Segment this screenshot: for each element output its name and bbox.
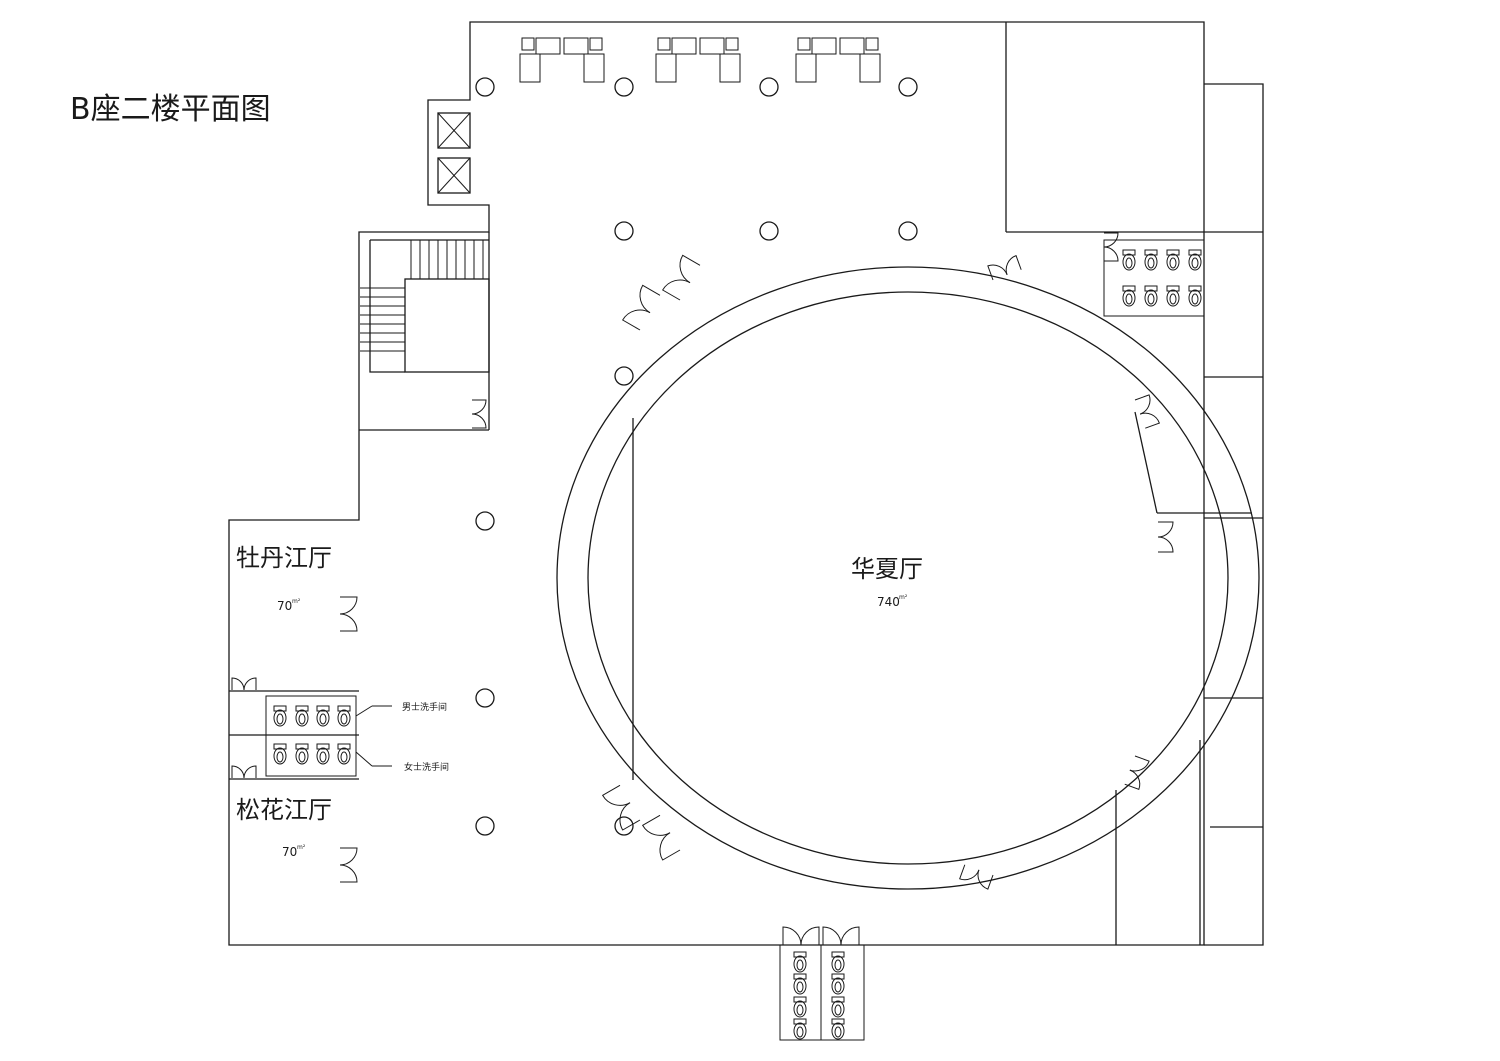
main-hall-name: 华夏厅 bbox=[851, 555, 923, 583]
toilet-icon bbox=[831, 973, 845, 995]
door-icon bbox=[471, 399, 487, 429]
toilet-icon bbox=[1188, 249, 1202, 271]
toilet-icon bbox=[337, 743, 351, 765]
main-hall-unit: m² bbox=[899, 594, 908, 601]
column-icon bbox=[898, 221, 918, 241]
door-icon bbox=[782, 926, 820, 946]
page-title: B座二楼平面图 bbox=[70, 92, 271, 127]
toilet-icon bbox=[831, 1018, 845, 1040]
door-icon bbox=[641, 814, 681, 861]
sofa-icon bbox=[795, 37, 881, 83]
door-icon bbox=[231, 765, 257, 779]
door-icon bbox=[339, 596, 358, 632]
restroom-fixtures bbox=[265, 239, 1205, 1041]
toilet-icon bbox=[793, 1018, 807, 1040]
toilet-icon bbox=[793, 973, 807, 995]
column-icon bbox=[759, 221, 779, 241]
songhua-room-area: 70 bbox=[282, 845, 297, 859]
column-icon bbox=[898, 77, 918, 97]
peony-room-unit: m² bbox=[292, 598, 301, 605]
main-hall-area: 740 bbox=[877, 595, 900, 609]
door-icon bbox=[231, 677, 257, 691]
stair-icon bbox=[360, 239, 490, 373]
door-icon bbox=[621, 284, 661, 331]
door-icon bbox=[1157, 521, 1174, 553]
toilet-icon bbox=[793, 996, 807, 1018]
elevator-icon bbox=[437, 157, 471, 194]
door-icon bbox=[1124, 755, 1150, 790]
toilet-icon bbox=[316, 705, 330, 727]
elevator-icon bbox=[437, 112, 471, 149]
sofa-icon bbox=[655, 37, 741, 83]
toilet-icon bbox=[316, 743, 330, 765]
door-icon bbox=[959, 864, 994, 890]
column-icon bbox=[475, 77, 495, 97]
column-icon bbox=[614, 366, 634, 386]
toilet-icon bbox=[1122, 285, 1136, 307]
toilet-icon bbox=[295, 705, 309, 727]
door-icon bbox=[661, 254, 701, 301]
outer-walls bbox=[228, 21, 1264, 946]
mens-restroom-label: 男士洗手间 bbox=[402, 701, 447, 713]
column-icon bbox=[614, 77, 634, 97]
toilet-icon bbox=[1144, 285, 1158, 307]
column-icon bbox=[475, 816, 495, 836]
toilet-icon bbox=[1122, 249, 1136, 271]
column-icon bbox=[614, 221, 634, 241]
column-icon bbox=[475, 688, 495, 708]
womens-restroom-label: 女士洗手间 bbox=[404, 761, 449, 773]
toilet-icon bbox=[1188, 285, 1202, 307]
door-icon bbox=[601, 784, 641, 831]
sofa-groups bbox=[519, 37, 881, 83]
door-icon bbox=[339, 847, 358, 883]
columns bbox=[475, 77, 918, 836]
peony-room-name: 牡丹江厅 bbox=[236, 544, 332, 572]
songhua-room-unit: m² bbox=[297, 844, 306, 851]
main-hall-ring bbox=[556, 266, 1260, 890]
toilet-icon bbox=[793, 951, 807, 973]
toilet-icon bbox=[831, 996, 845, 1018]
toilet-icon bbox=[295, 743, 309, 765]
doors bbox=[231, 232, 1174, 946]
toilet-icon bbox=[1166, 249, 1180, 271]
door-icon bbox=[822, 926, 860, 946]
column-icon bbox=[614, 816, 634, 836]
door-icon bbox=[1134, 394, 1160, 429]
toilet-icon bbox=[273, 743, 287, 765]
toilet-icon bbox=[337, 705, 351, 727]
column-icon bbox=[475, 511, 495, 531]
elevator-block bbox=[437, 112, 471, 194]
toilet-icon bbox=[273, 705, 287, 727]
toilet-icon bbox=[1144, 249, 1158, 271]
toilet-icon bbox=[831, 951, 845, 973]
door-icon bbox=[1103, 232, 1119, 262]
door-icon bbox=[987, 255, 1022, 281]
songhua-room-name: 松花江厅 bbox=[236, 796, 332, 824]
column-icon bbox=[759, 77, 779, 97]
sofa-icon bbox=[519, 37, 605, 83]
peony-room-area: 70 bbox=[277, 599, 292, 613]
toilet-icon bbox=[1166, 285, 1180, 307]
